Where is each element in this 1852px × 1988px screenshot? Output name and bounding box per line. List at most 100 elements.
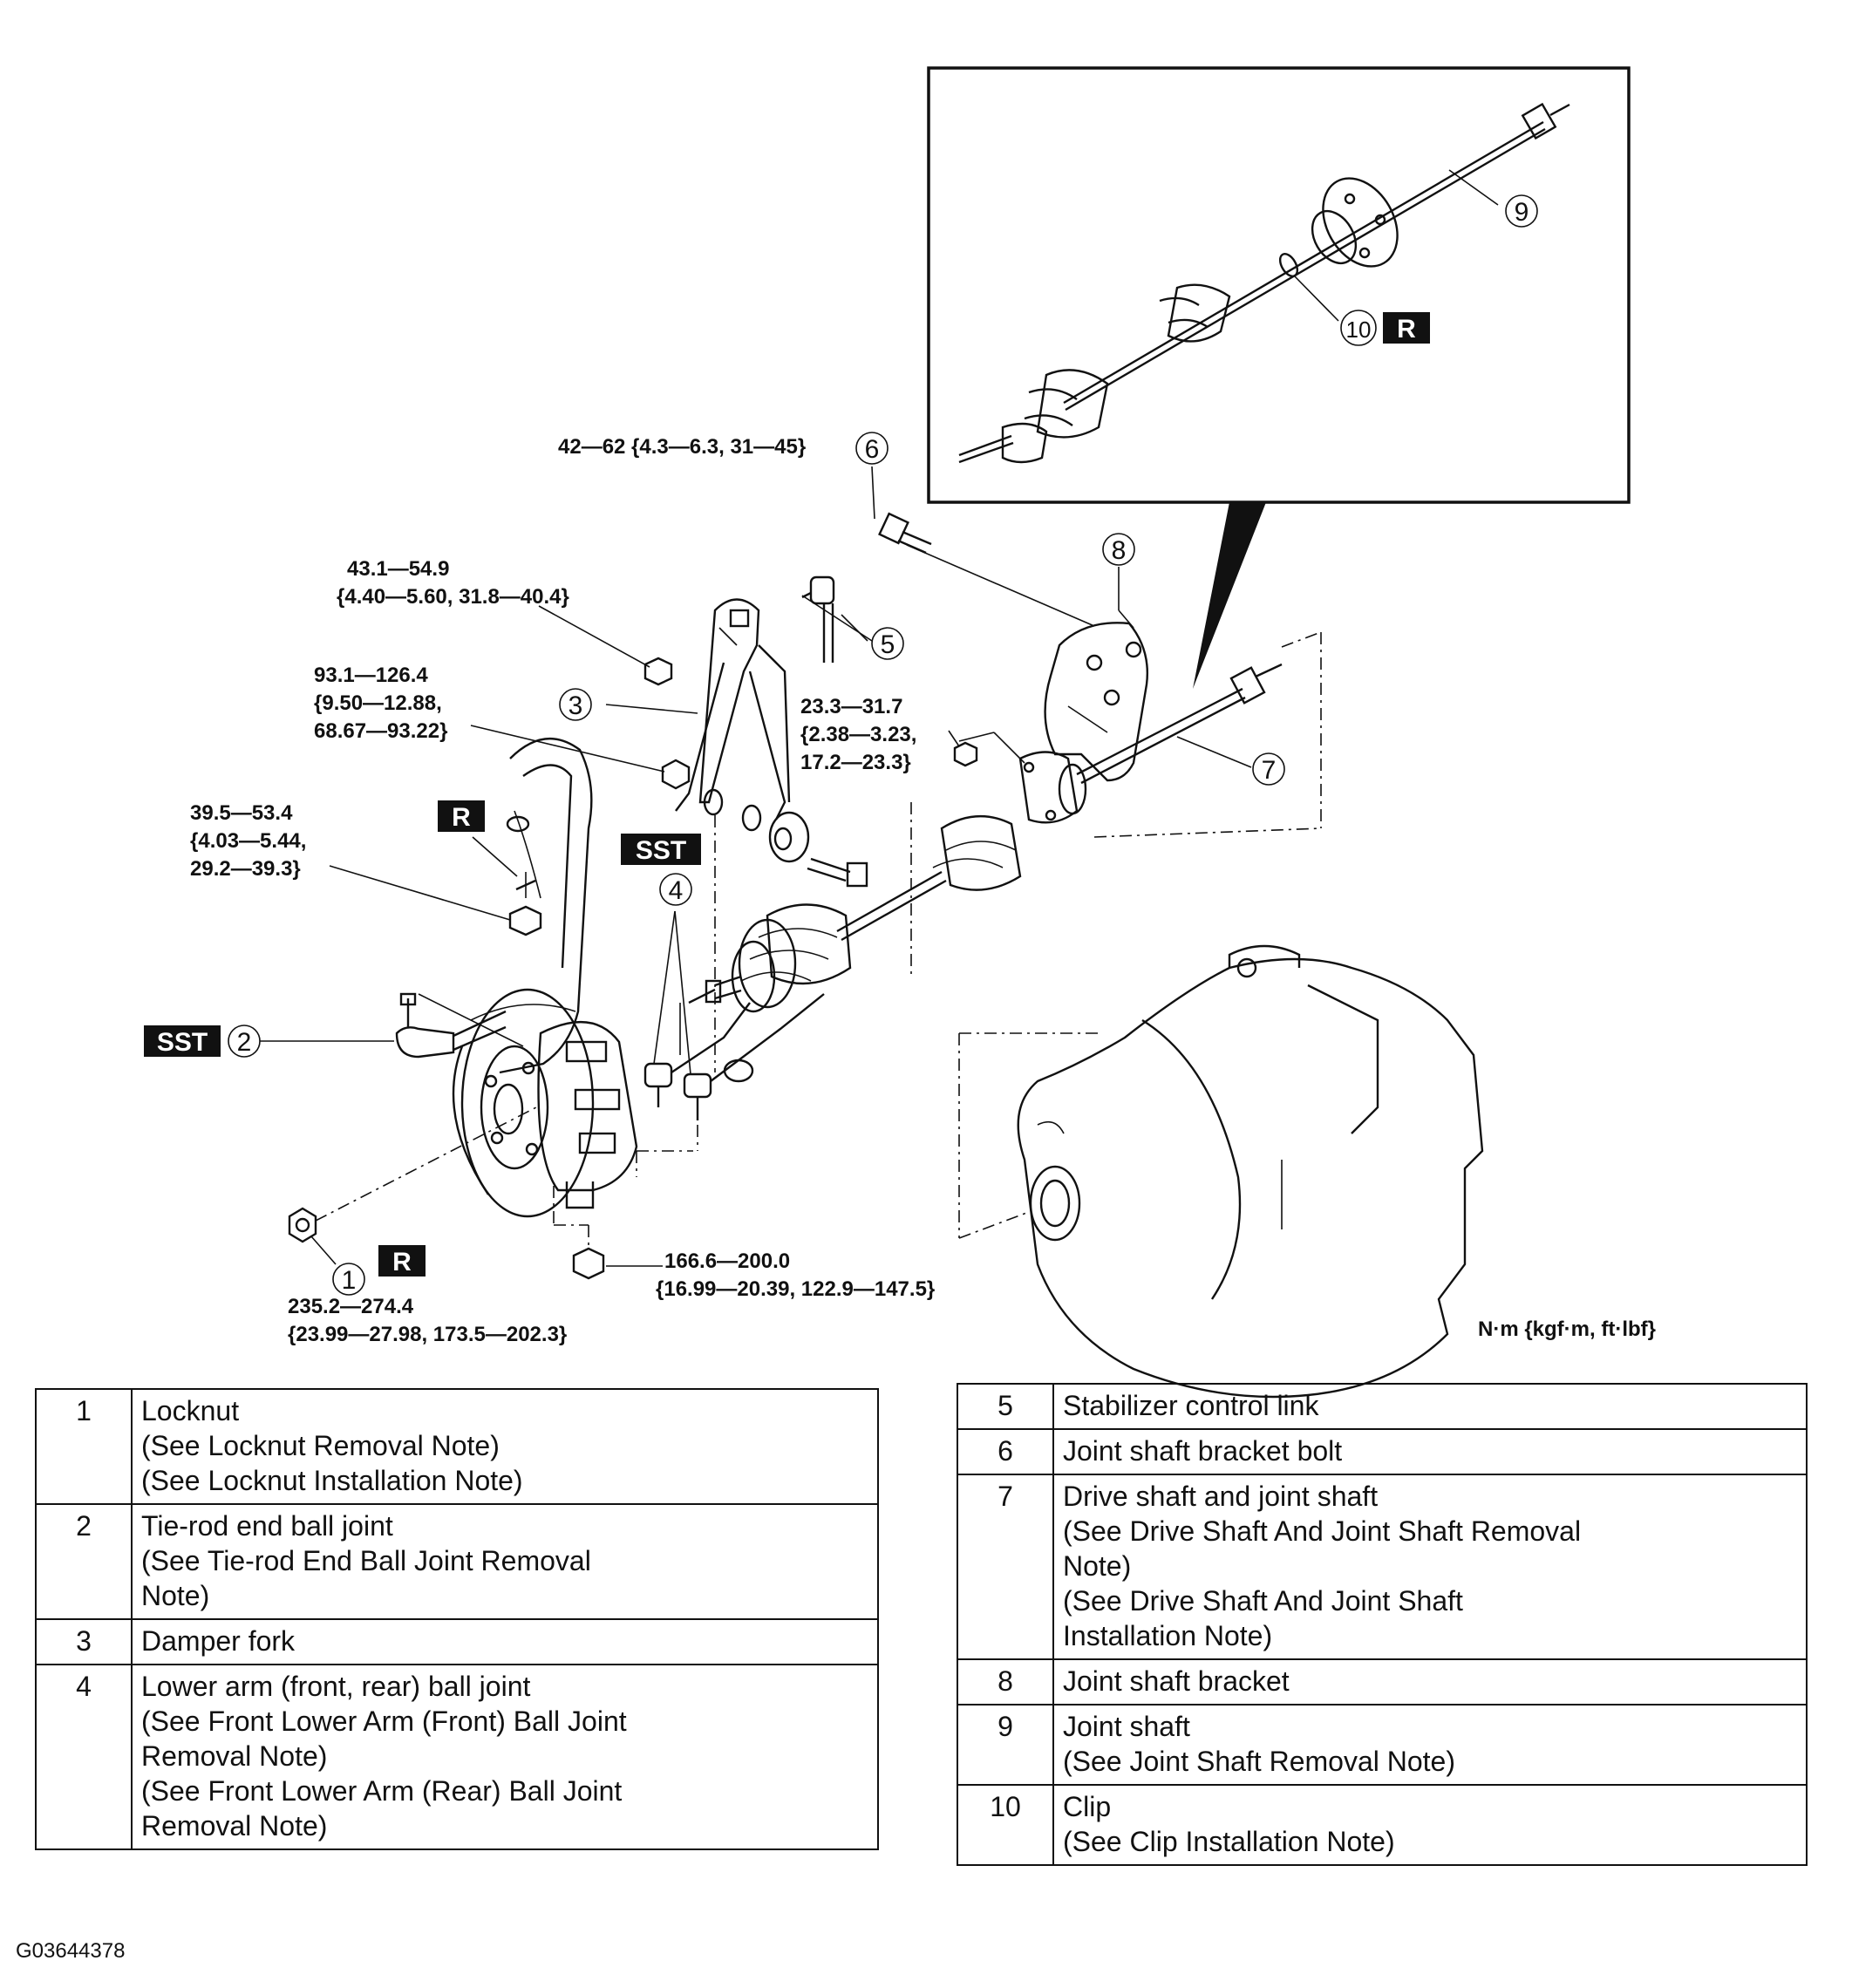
part-description: Clip (See Clip Installation Note) xyxy=(1052,1784,1808,1866)
svg-text:SST: SST xyxy=(157,1028,208,1057)
r-badge-locknut: R xyxy=(378,1245,426,1277)
leader-lines xyxy=(244,466,1252,1267)
svg-text:2: 2 xyxy=(237,1028,252,1057)
sst-badge-ball-joint: SST xyxy=(621,834,701,865)
svg-text:SST: SST xyxy=(636,836,686,865)
svg-text:235.2—274.4: 235.2—274.4 xyxy=(288,1295,414,1318)
bracket-nut xyxy=(953,741,978,767)
callout-3: 3 xyxy=(559,688,592,721)
svg-text:{23.99—27.98, 173.5—202.3}: {23.99—27.98, 173.5—202.3} xyxy=(288,1323,567,1346)
transaxle xyxy=(1017,944,1484,1399)
knuckle-nut xyxy=(508,905,542,936)
knuckle-assembly xyxy=(452,738,638,1218)
part-description: Stabilizer control link xyxy=(1052,1383,1808,1430)
svg-text:3: 3 xyxy=(569,691,583,720)
svg-text:{16.99—20.39, 122.9—147.5}: {16.99—20.39, 122.9—147.5} xyxy=(656,1277,935,1301)
callout-10: 10 xyxy=(1340,310,1377,346)
fork-top-nut xyxy=(643,657,673,686)
part-description: Tie-rod end ball joint (See Tie-rod End … xyxy=(131,1503,879,1620)
part-number: 1 xyxy=(35,1388,133,1505)
drive-shaft xyxy=(705,663,1283,1013)
svg-text:10: 10 xyxy=(1346,317,1372,343)
svg-text:{4.03—5.44,: {4.03—5.44, xyxy=(190,829,306,853)
part-description: Lower arm (front, rear) ball joint (See … xyxy=(131,1664,879,1850)
assembly-lines xyxy=(315,631,1322,1247)
svg-text:43.1—54.9: 43.1—54.9 xyxy=(347,557,449,581)
joint-shaft-bracket-bolt xyxy=(878,512,932,555)
svg-text:6: 6 xyxy=(865,435,880,464)
torque-spec-bracket-nut: 23.3—31.7 {2.38—3.23, 17.2—23.3} xyxy=(800,695,916,774)
svg-text:{4.40—5.60, 31.8—40.4}: {4.40—5.60, 31.8—40.4} xyxy=(337,585,569,609)
inset-box xyxy=(927,66,1631,689)
part-description: Joint shaft bracket xyxy=(1052,1658,1808,1705)
svg-text:39.5—53.4: 39.5—53.4 xyxy=(190,801,293,825)
fork-pinch-nut xyxy=(661,759,691,790)
part-number: 8 xyxy=(957,1658,1054,1705)
part-description: Damper fork xyxy=(131,1618,879,1665)
fork-bolt xyxy=(807,857,868,888)
callout-4: 4 xyxy=(659,873,692,906)
callout-6: 6 xyxy=(855,432,889,465)
torque-spec-bracket-bolt: 42—62 {4.3—6.3, 31—45} xyxy=(558,435,806,459)
torque-spec-knuckle-nut: 39.5—53.4 {4.03—5.44, 29.2—39.3} xyxy=(190,801,306,881)
part-number: 3 xyxy=(35,1618,133,1665)
damper-fork xyxy=(675,598,791,832)
svg-text:9: 9 xyxy=(1515,198,1529,227)
lower-arm-ball-joints xyxy=(643,988,825,1120)
svg-text:R: R xyxy=(452,803,471,832)
svg-text:7: 7 xyxy=(1262,756,1277,785)
svg-text:23.3—31.7: 23.3—31.7 xyxy=(800,695,902,718)
svg-text:1: 1 xyxy=(342,1266,357,1295)
part-description: Joint shaft (See Joint Shaft Removal Not… xyxy=(1052,1704,1808,1786)
part-number: 4 xyxy=(35,1664,133,1850)
svg-text:8: 8 xyxy=(1112,536,1127,565)
torque-spec-fork-top-nut: 43.1—54.9 {4.40—5.60, 31.8—40.4} xyxy=(337,557,569,609)
svg-text:5: 5 xyxy=(881,630,895,659)
svg-text:R: R xyxy=(392,1248,412,1277)
svg-text:{2.38—3.23,: {2.38—3.23, xyxy=(800,723,916,746)
svg-text:29.2—39.3}: 29.2—39.3} xyxy=(190,857,301,881)
callout-7: 7 xyxy=(1252,752,1285,786)
torque-spec-ball-joint-nut: 166.6—200.0 {16.99—20.39, 122.9—147.5} xyxy=(656,1249,935,1301)
callout-8: 8 xyxy=(1102,533,1135,566)
svg-text:4: 4 xyxy=(669,876,684,905)
svg-text:68.67—93.22}: 68.67—93.22} xyxy=(314,719,447,743)
joint-shaft-bracket xyxy=(1044,622,1148,782)
stabilizer-link xyxy=(801,575,835,663)
part-number: 10 xyxy=(957,1784,1054,1866)
part-number: 7 xyxy=(957,1474,1054,1660)
callout-2: 2 xyxy=(228,1025,261,1058)
part-number: 5 xyxy=(957,1383,1054,1430)
callout-5: 5 xyxy=(871,627,904,660)
part-number: 9 xyxy=(957,1704,1054,1786)
r-badge-clip: R xyxy=(1383,312,1430,344)
callout-1: 1 xyxy=(332,1263,365,1296)
figure-id: G03644378 xyxy=(16,1939,126,1963)
svg-text:93.1—126.4: 93.1—126.4 xyxy=(314,664,428,687)
svg-text:R: R xyxy=(1397,315,1416,344)
tie-rod-end xyxy=(395,992,524,1059)
part-number: 6 xyxy=(957,1428,1054,1475)
ball-joint-nut xyxy=(572,1247,605,1280)
svg-text:{9.50—12.88,: {9.50—12.88, xyxy=(314,691,442,715)
part-number: 2 xyxy=(35,1503,133,1620)
part-description: Joint shaft bracket bolt xyxy=(1052,1428,1808,1475)
torque-spec-locknut: 235.2—274.4 {23.99—27.98, 173.5—202.3} xyxy=(288,1295,567,1346)
torque-spec-fork-pinch-nut: 93.1—126.4 {9.50—12.88, 68.67—93.22} xyxy=(314,664,447,743)
locknut xyxy=(288,1207,317,1243)
r-badge-cotter-pin: R xyxy=(438,800,485,832)
sst-badge-tie-rod: SST xyxy=(144,1025,221,1057)
